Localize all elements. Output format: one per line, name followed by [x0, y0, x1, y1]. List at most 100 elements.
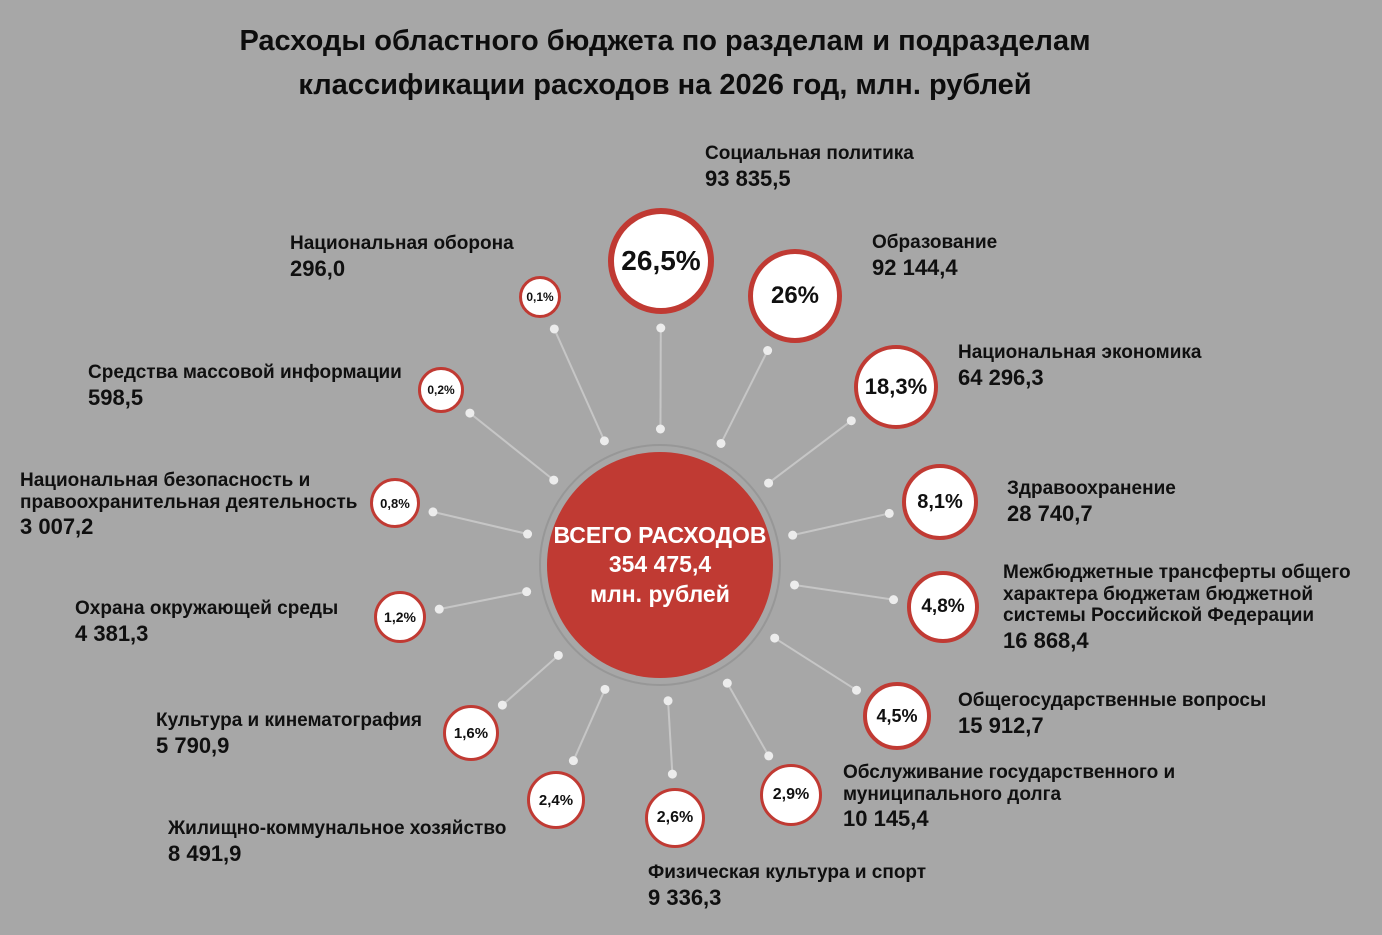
- chart-title-line2: классификации расходов на 2026 год, млн.…: [298, 68, 1032, 101]
- spoke-dot: [889, 595, 899, 605]
- spoke-dot: [523, 529, 533, 539]
- category-value: 5 790,9: [156, 732, 230, 758]
- category-name: Общегосударственные вопросы: [958, 690, 1267, 711]
- spoke-line: [774, 637, 858, 692]
- spoke-dot: [788, 530, 798, 540]
- spoke-dot: [722, 678, 732, 688]
- spoke-line: [794, 583, 894, 601]
- spoke-dot: [770, 633, 780, 643]
- category-value: 296,0: [290, 255, 346, 281]
- total-unit: млн. рублей: [590, 580, 730, 607]
- spoke-line: [501, 654, 560, 706]
- category-percent: 2,6%: [656, 809, 694, 826]
- category-value: 92 144,4: [872, 254, 958, 280]
- category-value: 598,5: [88, 384, 144, 410]
- category-bubble: 26,5%: [608, 208, 714, 314]
- spoke-line: [439, 590, 527, 611]
- spoke-dot: [549, 475, 559, 485]
- category-value: 16 868,4: [1003, 627, 1089, 653]
- category-name: Здравоохранение: [1007, 478, 1176, 499]
- spoke-dot: [790, 580, 800, 590]
- category-value: 64 296,3: [958, 364, 1044, 390]
- category-percent: 1,6%: [453, 724, 489, 742]
- category-label: Национальная безопасность и правоохранит…: [20, 470, 360, 540]
- chart-title: Расходы областного бюджета по разделам и…: [0, 20, 1330, 107]
- spoke-dot: [465, 408, 475, 418]
- spoke-dot: [764, 478, 774, 488]
- spoke-dot: [852, 685, 862, 695]
- category-bubble: 0,8%: [370, 478, 420, 528]
- category-percent: 0,1%: [526, 290, 554, 304]
- spoke-dot: [763, 346, 773, 356]
- total-value: 354 475,4: [608, 551, 712, 578]
- category-name: Социальная политика: [705, 143, 914, 164]
- category-bubble: 2,4%: [527, 771, 585, 829]
- category-value: 4 381,3: [75, 620, 149, 646]
- category-name: Физическая культура и спорт: [648, 862, 927, 883]
- total-label: ВСЕГО РАСХОДОВ: [553, 521, 767, 548]
- spoke-line: [572, 688, 606, 762]
- spoke-dot: [600, 684, 610, 694]
- spoke-dot: [428, 507, 438, 517]
- category-bubble: 1,2%: [374, 591, 426, 643]
- category-name: Национальная оборона: [290, 233, 514, 254]
- spoke-dot: [549, 324, 559, 334]
- spoke-dot: [846, 416, 856, 426]
- category-percent: 26%: [770, 282, 820, 309]
- category-bubble: 4,8%: [907, 571, 979, 643]
- category-name: Образование: [872, 232, 998, 253]
- category-value: 8 491,9: [168, 840, 242, 866]
- category-percent: 2,4%: [538, 791, 574, 809]
- category-bubble: 26%: [748, 249, 842, 343]
- category-bubble: 4,5%: [863, 682, 931, 750]
- spoke-line: [469, 412, 555, 481]
- spoke-dot: [568, 756, 578, 766]
- category-name: Обслуживание государственного и муниципа…: [843, 762, 1176, 805]
- chart-title-line1: Расходы областного бюджета по разделам и…: [239, 25, 1091, 57]
- category-percent: 8,1%: [917, 490, 963, 513]
- category-percent: 4,5%: [876, 705, 918, 726]
- category-name: Охрана окружающей среды: [75, 598, 339, 619]
- category-value: 15 912,7: [958, 712, 1044, 738]
- category-percent: 26,5%: [621, 245, 701, 276]
- spoke-line: [667, 700, 674, 775]
- spoke-dot: [764, 751, 774, 761]
- category-value: 10 145,4: [843, 806, 929, 832]
- category-name: Национальная экономика: [958, 342, 1202, 363]
- spoke-dot: [497, 700, 507, 710]
- category-label: Обслуживание государственного и муниципа…: [843, 762, 1178, 832]
- category-bubble: 0,2%: [418, 367, 464, 413]
- category-name: Средства массовой информации: [88, 362, 402, 383]
- spoke-dot: [716, 438, 726, 448]
- spoke-dot: [663, 696, 673, 706]
- spoke-line: [553, 328, 606, 442]
- spoke-dot: [553, 650, 563, 660]
- spoke-line: [432, 510, 528, 535]
- category-name: Межбюджетные трансферты общего характера…: [1003, 562, 1351, 627]
- total-circle: ВСЕГО РАСХОДОВ 354 475,4 млн. рублей: [547, 452, 773, 678]
- category-bubble: 1,6%: [443, 705, 499, 761]
- category-bubble: 0,1%: [519, 276, 561, 318]
- center-ring: [539, 444, 781, 686]
- category-value: 28 740,7: [1007, 500, 1093, 526]
- spoke-dot: [656, 323, 666, 333]
- spoke-dot: [655, 424, 665, 434]
- spoke-dot: [884, 508, 894, 518]
- category-name: Жилищно-коммунальное хозяйство: [168, 818, 507, 839]
- spoke-dot: [667, 769, 677, 779]
- category-bubble: 2,6%: [645, 788, 705, 848]
- category-bubble: 8,1%: [902, 464, 978, 540]
- spoke-dot: [522, 587, 532, 597]
- spoke-dot: [599, 436, 609, 446]
- category-value: 3 007,2: [20, 514, 94, 540]
